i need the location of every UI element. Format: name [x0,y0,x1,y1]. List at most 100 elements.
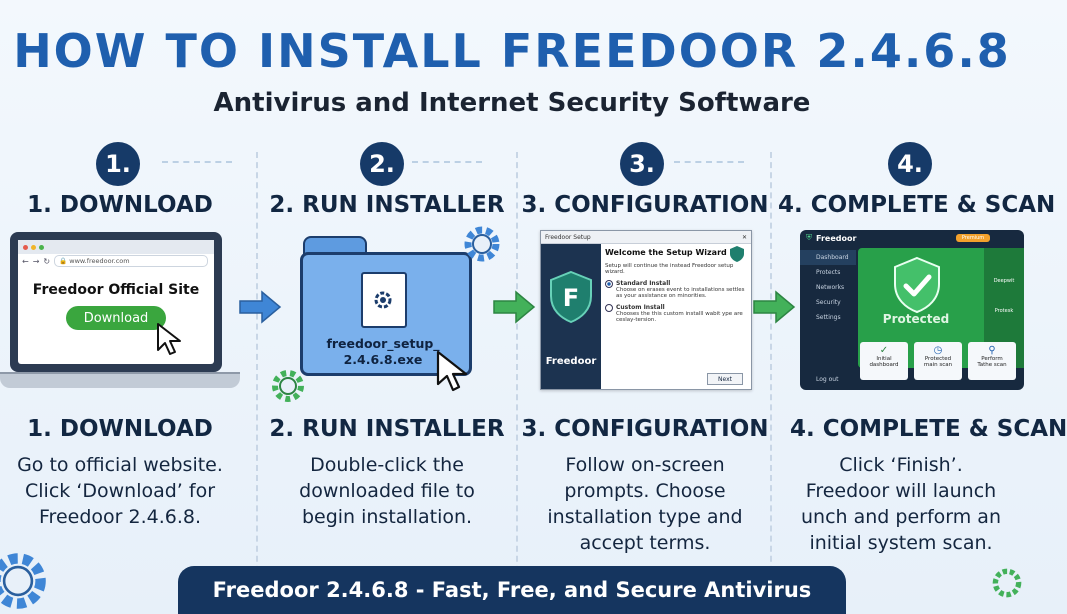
dashed-connector [412,161,482,163]
tile-label: main scan [923,362,953,368]
gear-icon [464,226,500,262]
browser-navbar: ← → ↻ 🔒 www.freedoor.com [18,254,214,268]
tile-perform-scan[interactable]: ⚲ Perform Tathe scan [968,342,1016,380]
sidebar-item-networks[interactable]: Networks [816,284,845,291]
radio-unselected-icon[interactable] [605,304,613,312]
standard-install-option[interactable]: Standard Install Choose on erases event … [605,280,747,299]
lock-icon: 🔒 [59,257,70,265]
page-subtitle: Antivirus and Internet Security Software [213,88,811,118]
sidebar-item-settings[interactable]: Settings [816,314,841,321]
desc-line: unch and perform an [801,506,1001,528]
step-1-description: Go to official website. Click ‘Download’… [0,452,240,530]
sidebar-item-dashboard[interactable]: Dashboard [800,250,856,265]
custom-install-desc: Chooses the this custom installl wabit y… [616,311,743,323]
desc-line: Follow on-screen [565,454,725,476]
right-item-deepwit[interactable]: Deepwit [993,278,1015,284]
tile-label: dashboard [869,362,899,368]
setup-wizard-window: Freedoor Setup ✕ F Freedoor Welcome the … [540,230,752,390]
gear-icon [272,370,304,402]
dashboard-brand: Freedoor [816,233,857,243]
back-icon[interactable]: ← [22,256,29,266]
standard-install-label: Standard Install [616,280,671,287]
logout-link[interactable]: Log out [816,376,839,383]
arrow-right-icon [753,290,796,324]
custom-install-label: Custom Install [616,304,665,311]
page-title: HOW TO INSTALL FREEDOOR 2.4.6.8 [13,24,1011,78]
desc-line: prompts. Choose [564,480,726,502]
exe-file-icon [361,272,407,328]
check-icon: ✓ [879,345,889,356]
address-bar[interactable]: 🔒 www.freedoor.com [54,255,208,267]
tile-label: Protected [924,356,952,362]
svg-text:F: F [563,284,579,312]
arrow-right-icon [239,290,282,324]
tile-initial-dashboard[interactable]: ✓ Initial dashboard [860,342,908,380]
custom-install-option[interactable]: Custom Install Chooses the this custom i… [605,304,747,323]
browser-window: ← → ↻ 🔒 www.freedoor.com Freedoor Offici… [18,240,214,364]
setup-content: Welcome the Setup Wizard Setup will cont… [605,245,747,323]
gear-icon [0,553,46,609]
filename-line-2: 2.4.6.8.exe [343,352,423,367]
sidebar-item-protects[interactable]: Protects [816,269,841,276]
shield-logo-icon: F [550,270,592,324]
setup-window-title: Freedoor Setup [545,233,591,241]
search-icon: ⚲ [988,345,996,356]
premium-badge: Premium [956,234,990,242]
setup-window-titlebar: Freedoor Setup ✕ [541,231,751,244]
dashed-connector [162,161,232,163]
desc-line: initial system scan. [809,532,993,554]
desc-line: Click ‘Finish’. [839,454,963,476]
shield-small-icon [730,246,744,262]
step-1-number: 1. [96,142,140,186]
site-title: Freedoor Official Site [32,282,200,298]
tile-protected-scan[interactable]: ◷ Protected main scan [914,342,962,380]
cursor-icon [157,323,181,355]
next-button[interactable]: Next [707,373,743,385]
step-3-description: Follow on-screen prompts. Choose install… [520,452,770,556]
step-1-title-lower: 1. DOWNLOAD [27,416,213,442]
forward-icon[interactable]: → [32,256,40,266]
setup-heading: Welcome the Setup Wizard [605,248,727,257]
step-2-description: Double-click the downloaded file to begi… [262,452,512,530]
desc-line: Go to official website. [17,454,223,476]
desc-line: Freedoor 2.4.6.8. [39,506,201,528]
step-3-title-lower: 3. CONFIGURATION [521,416,769,442]
column-divider [256,152,258,582]
step-4-title: 4. COMPLETE & SCAN [778,192,1056,218]
maximize-dot-icon [39,244,44,250]
step-2-title: 2. RUN INSTALLER [269,192,505,218]
tile-label: Initial [876,356,892,362]
address-text: www.freedoor.com [69,257,130,265]
desc-line: Double-click the [310,454,464,476]
step-2-number: 2. [360,142,404,186]
desc-line: Freedoor will launch [805,480,997,502]
step-4-title-lower: 4. COMPLETE & SCAN [790,416,1067,442]
tile-label: Perform [981,356,1003,362]
setup-sidebar: F Freedoor [541,244,601,389]
sidebar-item-security[interactable]: Security [816,299,841,306]
step-3-number: 3. [620,142,664,186]
filename-line-1: freedoor_setup_ [326,336,440,351]
radio-selected-icon[interactable] [605,280,613,288]
column-divider [516,152,518,582]
arrow-right-icon [493,290,536,324]
footer-banner: Freedoor 2.4.6.8 - Fast, Free, and Secur… [178,566,846,614]
close-icon[interactable]: ✕ [741,233,747,241]
dashboard-sidebar: Dashboard Protects Networks Security Set… [800,250,856,390]
step-4-description: Click ‘Finish’. Freedoor will launch unc… [778,452,1024,556]
step-3-title: 3. CONFIGURATION [521,192,769,218]
tile-label: Tathe scan [977,362,1007,368]
shield-check-icon [894,256,940,314]
desc-line: begin installation. [301,506,473,528]
reload-icon[interactable]: ↻ [43,256,51,266]
installer-filename: freedoor_setup_ 2.4.6.8.exe [300,336,466,368]
dashboard-header: ⛨ Freedoor [800,230,1024,246]
laptop-illustration: ← → ↻ 🔒 www.freedoor.com Freedoor Offici… [10,232,222,372]
column-divider [770,152,772,582]
desc-line: downloaded file to [299,480,475,502]
dashboard-tiles: ✓ Initial dashboard ◷ Protected main sca… [860,342,1016,380]
cursor-icon [436,350,468,392]
right-item-protesk[interactable]: Protesk [994,308,1014,314]
desc-line: installation type and [547,506,743,528]
download-button[interactable]: Download [66,306,166,330]
